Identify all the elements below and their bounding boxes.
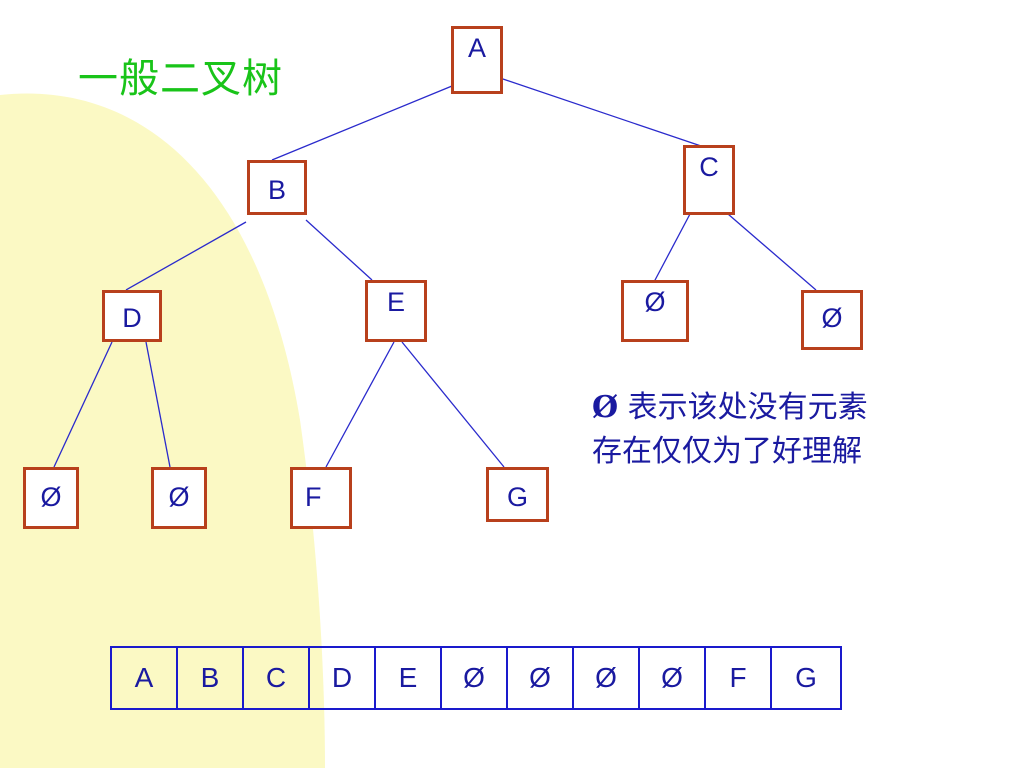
array-cell: G bbox=[795, 662, 817, 693]
tree-node-null-c-right: Ø bbox=[801, 290, 863, 350]
array-cell: A bbox=[112, 648, 178, 708]
edge-b-e bbox=[305, 219, 373, 281]
array-cell: C bbox=[244, 648, 310, 708]
array-cell: D bbox=[310, 648, 376, 708]
array-cell: Ø bbox=[442, 648, 508, 708]
array-cell: Ø bbox=[640, 648, 706, 708]
edge-e-f bbox=[325, 341, 395, 468]
page-title: 一般二叉树 bbox=[78, 56, 283, 102]
array-cell: Ø bbox=[574, 648, 640, 708]
tree-node-a: A bbox=[451, 26, 503, 94]
note-line-1: Ø 表示该处没有元素 bbox=[592, 386, 992, 430]
tree-node-null-d-left: Ø bbox=[23, 467, 79, 529]
null-symbol-note: Ø 表示该处没有元素 存在仅仅为了好理解 bbox=[592, 386, 992, 474]
tree-node-null-c-left: Ø bbox=[621, 280, 689, 342]
edge-e-g bbox=[401, 341, 505, 468]
edge-a-c bbox=[499, 77, 705, 148]
note-line-2: 存在仅仅为了好理解 bbox=[592, 434, 862, 469]
array-cell: F bbox=[706, 648, 772, 708]
edge-c-null-right bbox=[727, 213, 817, 291]
edge-b-d bbox=[125, 221, 247, 291]
array-cell: B bbox=[178, 648, 244, 708]
array-cell: Ø bbox=[508, 648, 574, 708]
edge-a-b bbox=[271, 85, 453, 161]
tree-node-f: F bbox=[290, 467, 352, 529]
array-cell: E bbox=[376, 648, 442, 708]
null-symbol: Ø bbox=[592, 390, 619, 425]
tree-node-e: E bbox=[365, 280, 427, 342]
tree-node-b: B bbox=[247, 160, 307, 215]
tree-node-c: C bbox=[683, 145, 735, 215]
array-representation: A B C D E Ø Ø Ø Ø F G bbox=[110, 646, 842, 710]
edge-d-null-left bbox=[53, 341, 113, 468]
edge-d-null-right bbox=[145, 341, 171, 468]
note-line-1-text: 表示该处没有元素 bbox=[618, 390, 868, 425]
edge-c-null-left bbox=[653, 213, 691, 283]
tree-node-d: D bbox=[102, 290, 162, 342]
tree-node-g: G bbox=[486, 467, 549, 522]
tree-node-null-d-right: Ø bbox=[151, 467, 207, 529]
